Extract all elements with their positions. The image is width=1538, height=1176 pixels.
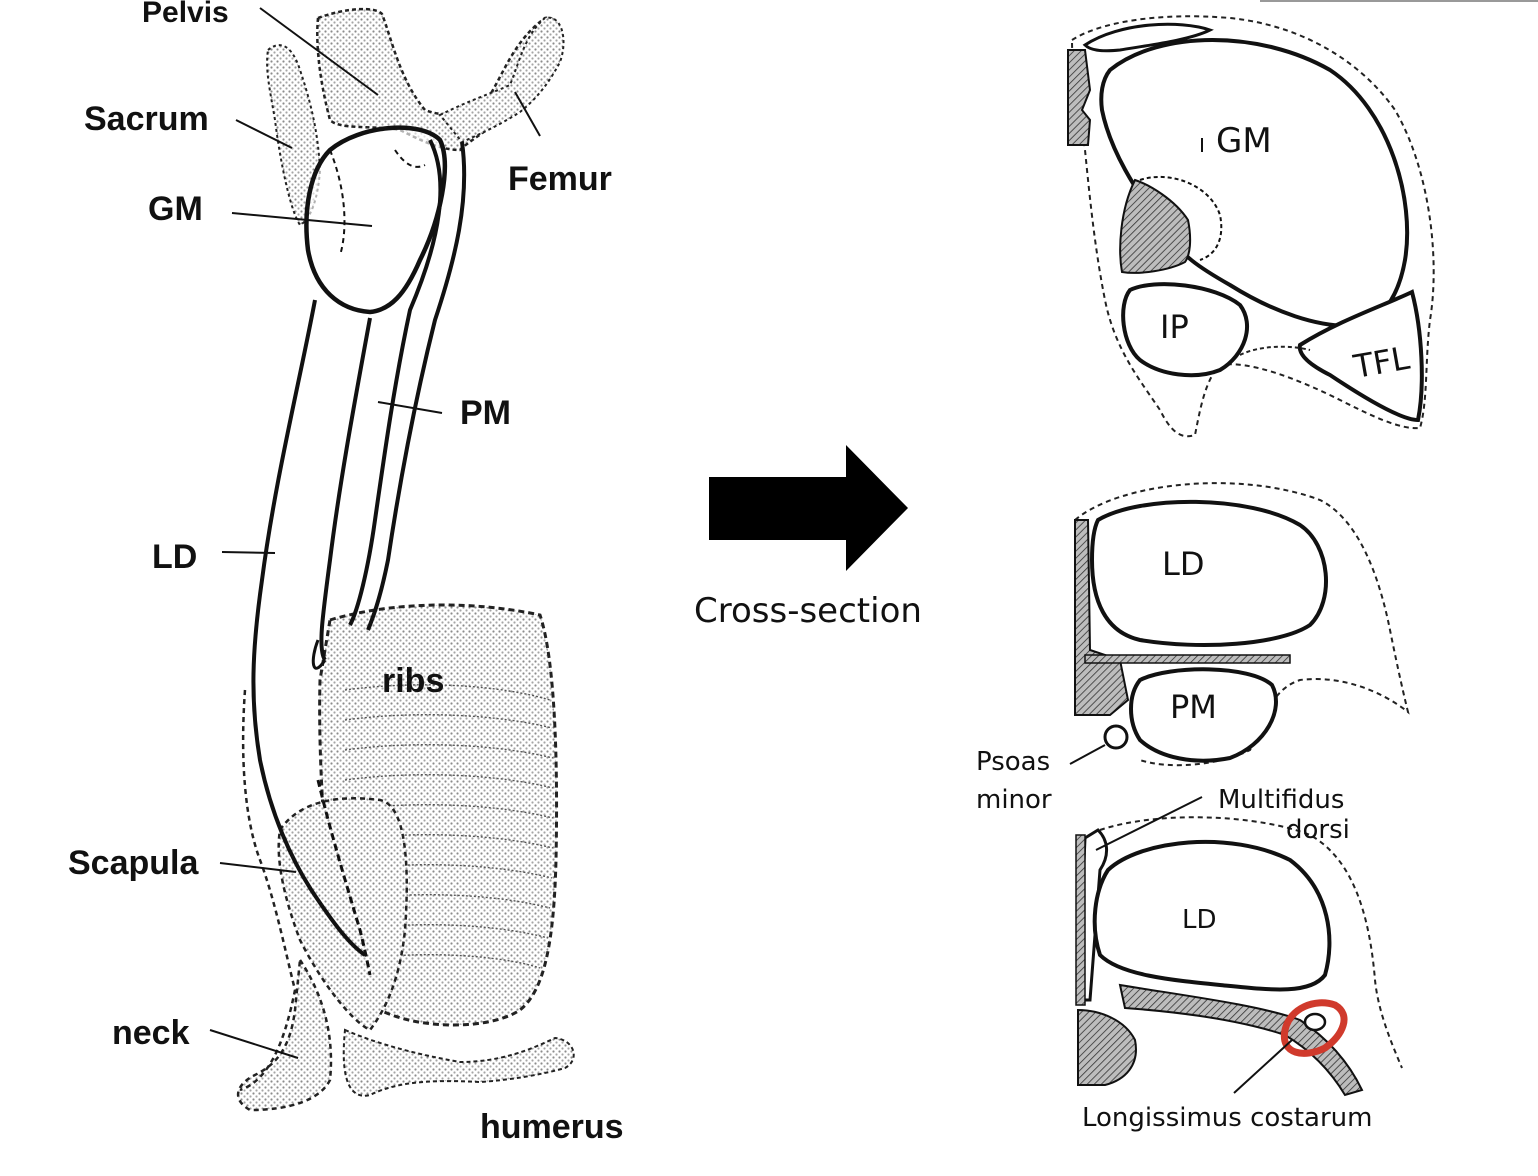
side-view-sketch: Pelvis Sacrum GM Femur PM LD ribs Scapul…: [68, 0, 624, 1146]
bottom-spine-strip: [1075, 834, 1086, 1006]
bottom-vertebra: [1077, 1008, 1137, 1086]
label-gm-section: GM: [1216, 121, 1272, 161]
ld-section-bottom: [1092, 839, 1332, 992]
label-longissimus: Longissimus costarum: [1082, 1103, 1372, 1133]
gm-inner-dash-2: [394, 149, 426, 168]
label-humerus: humerus: [480, 1108, 624, 1146]
label-scapula: Scapula: [68, 844, 199, 882]
label-psoas-2: minor: [976, 785, 1052, 815]
label-gm-left: GM: [148, 190, 203, 228]
label-pelvis: Pelvis: [142, 0, 229, 29]
label-pm-left: PM: [460, 394, 511, 432]
middle-fascia: [1084, 654, 1291, 664]
middle-skin-outline: [1074, 482, 1410, 767]
section-top: GM IP TFL: [1067, 15, 1435, 438]
pm-muscle-left: [348, 139, 443, 626]
neck-shape: [237, 956, 333, 1112]
ld-section-middle: [1089, 499, 1328, 647]
label-ribs: ribs: [382, 662, 444, 700]
pm-section-middle: [1129, 667, 1278, 763]
label-neck: neck: [112, 1014, 190, 1052]
label-ld-middle: LD: [1162, 545, 1204, 583]
tfl-section: [1297, 289, 1424, 423]
label-ld-bottom: LD: [1182, 905, 1217, 935]
arrow-caption: Cross-section: [694, 591, 922, 631]
gm-inner-dash: [329, 149, 346, 256]
ld-lower-dash: [316, 779, 372, 976]
label-multifidus-1: Multifidus: [1218, 785, 1344, 815]
label-femur: Femur: [508, 160, 612, 198]
longissimus-section: [1303, 1012, 1327, 1032]
label-sacrum: Sacrum: [84, 100, 209, 138]
section-bottom: Multifidus dorsi LD Longissimus costarum: [1075, 785, 1403, 1133]
arrow-group: Cross-section: [694, 445, 922, 631]
label-psoas-1: Psoas: [976, 747, 1050, 777]
middle-spine-block: [1074, 519, 1130, 716]
pm-end: [311, 639, 327, 670]
section-middle: LD PM Psoas minor: [976, 482, 1410, 815]
top-inner-dash: [1239, 345, 1311, 356]
top-skin-outline: [1070, 15, 1435, 438]
top-crescent: [1082, 22, 1214, 53]
humerus-shape: [342, 1028, 575, 1097]
sacrum-shape: [266, 44, 322, 227]
label-multifidus-2: dorsi: [1286, 815, 1350, 845]
scapula-shape: [277, 797, 408, 1032]
psoas-leader: [1069, 744, 1106, 765]
left-leader-lines: [209, 7, 541, 1059]
bottom-rib-band: [1118, 983, 1364, 1097]
multifidus-leader: [1095, 796, 1203, 851]
top-ilium-dash: [1139, 175, 1223, 261]
pm-outer-edge: [366, 141, 467, 631]
femur-shape: [438, 16, 565, 144]
label-pm-middle: PM: [1170, 688, 1217, 726]
ld-inner-edge: [319, 317, 372, 662]
label-ip-section: IP: [1160, 308, 1189, 346]
top-spine-block: [1067, 49, 1092, 146]
gm-muscle-left: [304, 125, 447, 315]
highlight-circle: [1280, 999, 1348, 1057]
bottom-skin-outline: [1099, 816, 1403, 1069]
ip-section: [1121, 282, 1250, 378]
gm-section: [1099, 38, 1410, 328]
arrow-right-icon: [709, 445, 908, 571]
ld-muscle-left: [251, 299, 367, 957]
top-ilium-bone: [1119, 178, 1192, 274]
longissimus-leader: [1233, 1039, 1293, 1094]
label-ld-left: LD: [152, 538, 197, 576]
psoas-minor-section: [1103, 724, 1129, 750]
